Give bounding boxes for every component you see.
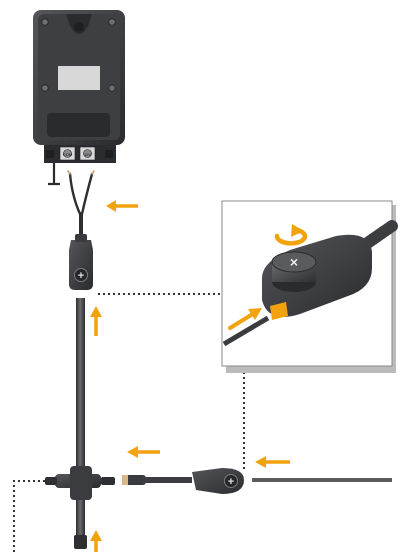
main-cable: [76, 298, 85, 473]
t-connector: [45, 466, 115, 500]
flow-arrow-icon: [127, 446, 160, 458]
terminal-cover: [47, 113, 110, 137]
branch-cable: +: [122, 468, 392, 494]
rotate-arrow-icon: [274, 227, 308, 246]
cross-icon: ×: [290, 254, 298, 270]
terminal-label-12v: 12V: [84, 152, 91, 157]
leader-lines: [13, 293, 245, 553]
inset-panel: ×: [221, 200, 398, 373]
flow-arrow-icon: [90, 306, 102, 336]
light-cable: [252, 478, 392, 482]
screw-icon: [41, 18, 49, 26]
plus-icon: [224, 474, 238, 488]
terminal-label-com: COM: [63, 152, 72, 157]
plus-icon: [74, 268, 88, 282]
main-cable-lower: [76, 497, 85, 537]
connector-symbol: +: [228, 476, 234, 488]
split-wires: [67, 170, 95, 238]
flow-arrow-icon: [106, 200, 138, 212]
terminal-screw-icon: [63, 149, 72, 158]
top-connector: +: [69, 234, 93, 290]
screw-icon: [108, 18, 116, 26]
clip: [270, 302, 288, 320]
terminal-screw-icon: [83, 149, 92, 158]
screw-icon: [108, 84, 116, 92]
connector-symbol: +: [78, 270, 84, 282]
ground-stub: [48, 163, 60, 186]
knob: [271, 251, 317, 273]
flow-arrow-icon: [90, 530, 102, 552]
label-plate: [58, 66, 100, 90]
flow-arrow-icon: [255, 456, 290, 468]
screw-icon: [41, 84, 49, 92]
transformer: COM 12V: [33, 10, 125, 186]
